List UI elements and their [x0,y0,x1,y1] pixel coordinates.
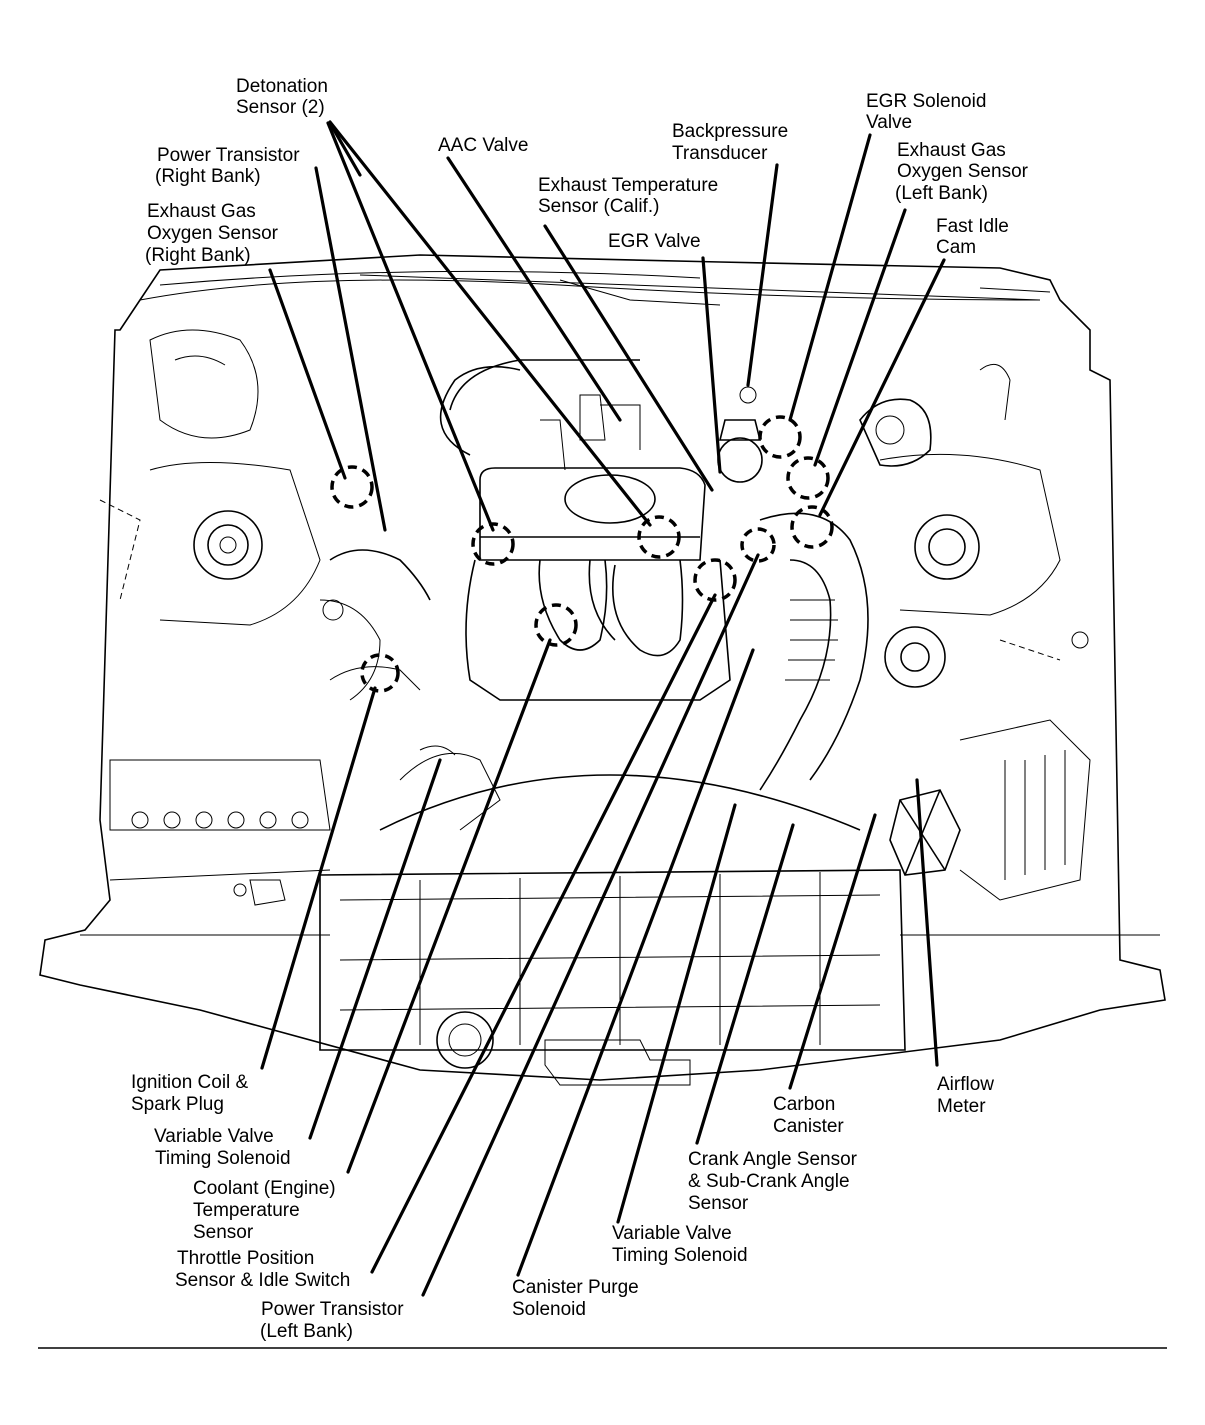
leader-throttle-position-sensor [370,593,717,1274]
leader-power-transistor-left [421,553,760,1297]
callout-ignition-coil [360,653,400,693]
leader-ego-sensor-left [813,208,907,467]
leader-backpressure-transducer [746,163,779,387]
leader-detonation-2 [328,120,652,527]
label-vvt-solenoid-2: Variable Valve Timing Solenoid [612,1223,748,1266]
callout-ego-sensor-right [330,465,374,509]
label-exhaust-temp-sensor: Exhaust Temperature Sensor (Calif.) [538,175,724,217]
leader-egr-solenoid-valve [788,133,872,422]
component-labels: Detonation Sensor (2) Power Transistor (… [131,76,1033,1342]
leader-aac-valve [446,156,622,422]
leader-coolant-temp-sensor [346,638,552,1174]
label-vvt-solenoid-1: Variable Valve Timing Solenoid [154,1126,291,1169]
callout-circles [330,415,834,693]
callout-egr-solenoid-valve [758,415,802,459]
label-carbon-canister: Carbon Canister [773,1094,844,1137]
leader-ego-sensor-right [268,268,347,480]
label-ego-sensor-left: Exhaust Gas Oxygen Sensor (Left Bank) [895,140,1033,204]
leader-power-transistor-right [314,166,387,532]
label-egr-valve: EGR Valve [608,231,701,252]
label-power-transistor-right: Power Transistor (Right Bank) [155,145,305,187]
label-egr-solenoid-valve: EGR Solenoid Valve [866,91,992,133]
callout-detonation-sensor-2 [637,515,681,559]
callout-power-transistor-left [740,527,776,563]
label-coolant-temp-sensor: Coolant (Engine) Temperature Sensor [193,1178,341,1243]
label-crank-angle-sensor: Crank Angle Sensor & Sub-Crank Angle Sen… [688,1149,862,1214]
label-detonation-sensor: Detonation Sensor (2) [236,76,333,118]
label-throttle-position-sensor: Throttle Position Sensor & Idle Switch [175,1248,350,1291]
leader-vvt-solenoid-1 [308,758,442,1140]
label-canister-purge-solenoid: Canister Purge Solenoid [512,1277,644,1320]
leader-detonation-1 [326,121,495,532]
label-power-transistor-left: Power Transistor (Left Bank) [260,1299,409,1342]
leader-crank-angle-sensor [695,823,795,1145]
leader-detonation-3 [328,121,362,177]
leader-carbon-canister [788,813,877,1090]
callout-detonation-sensor-1 [471,522,515,566]
callout-throttle-position-sensor [693,558,737,602]
leader-egr-valve [701,256,722,474]
label-fast-idle-cam: Fast Idle Cam [936,216,1014,258]
label-airflow-meter: Airflow Meter [937,1074,999,1117]
callout-ego-sensor-left [786,456,830,500]
leader-airflow-meter [915,778,939,1067]
label-ego-sensor-right: Exhaust Gas Oxygen Sensor (Right Bank) [145,201,283,266]
label-aac-valve: AAC Valve [438,135,528,156]
callout-coolant-temp-sensor [534,603,578,647]
leader-canister-purge-solenoid [516,648,755,1277]
leader-ignition-coil [260,686,377,1070]
leader-vvt-solenoid-2 [616,803,737,1224]
label-backpressure-transducer: Backpressure Transducer [672,121,793,164]
engine-compartment-illustration [39,254,1166,1086]
callout-fast-idle-cam [790,505,834,549]
label-ignition-coil: Ignition Coil & Spark Plug [131,1072,254,1115]
leader-lines [260,120,946,1297]
leader-fast-idle-cam [818,258,946,517]
leader-exhaust-temp-sensor [543,224,714,492]
